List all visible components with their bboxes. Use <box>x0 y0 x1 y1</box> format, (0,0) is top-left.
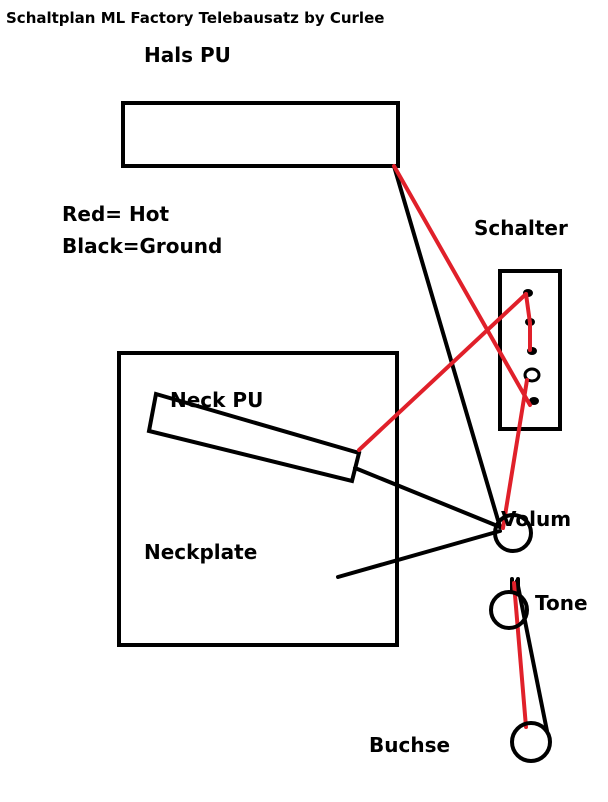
hot-wires <box>357 164 532 729</box>
neckplate-box <box>117 351 399 647</box>
ground-wires <box>336 164 549 733</box>
volum-pot <box>493 513 533 553</box>
hot-wire-hals-pu <box>392 164 532 407</box>
volum-label: Volum <box>501 507 571 531</box>
hot-wire-buchse <box>512 581 528 729</box>
hot-wire-switch-volum <box>501 378 529 530</box>
buchse-jack <box>510 721 552 763</box>
switch-jumper <box>524 292 532 352</box>
hot-wire-neck-pu <box>357 292 528 452</box>
neck-pu-pickup <box>146 391 362 484</box>
schalter-label: Schalter <box>474 216 568 240</box>
tone-pot <box>489 590 529 630</box>
switch-lug-4 <box>523 367 541 383</box>
tone-label: Tone <box>535 591 588 615</box>
diagram-title: Schaltplan ML Factory Telebausatz by Cur… <box>6 9 384 27</box>
ground-wire-neckplate <box>336 529 502 579</box>
ground-wire-tone-buchse <box>515 579 549 733</box>
ground-wire-neck-pu <box>353 466 502 529</box>
legend-black: Black=Ground <box>62 234 222 258</box>
legend-red: Red= Hot <box>62 202 169 226</box>
switch-lug-5 <box>529 397 539 405</box>
buchse-label: Buchse <box>369 733 450 757</box>
hals-pu-label: Hals PU <box>144 43 231 67</box>
hals-pu-pickup <box>121 101 400 168</box>
neckplate-label: Neckplate <box>144 540 257 564</box>
neck-pu-label: Neck PU <box>170 388 263 412</box>
ground-wire-hals-pu <box>392 164 502 529</box>
